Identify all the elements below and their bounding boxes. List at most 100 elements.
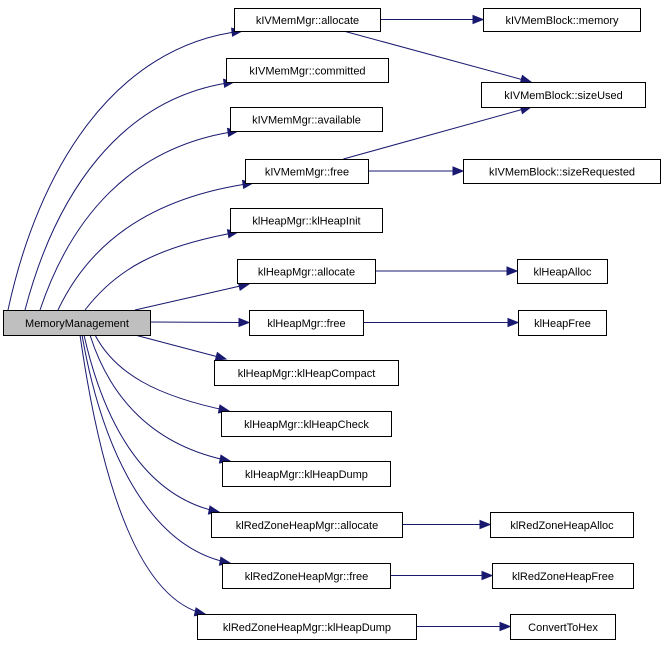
node-label: kIVMemBlock::memory — [505, 15, 619, 27]
edge-line — [24, 81, 235, 311]
graph-node[interactable]: klHeapMgr::allocate — [237, 259, 376, 284]
graph-node[interactable]: kIVMemBlock::memory — [483, 8, 641, 32]
graph-node[interactable]: klHeapMgr::klHeapCompact — [214, 360, 399, 386]
node-label: klRedZoneHeapMgr::free — [245, 571, 369, 583]
arrowhead-icon — [506, 266, 519, 276]
node-box[interactable] — [237, 259, 376, 284]
node-box[interactable] — [230, 107, 383, 132]
node-box[interactable] — [230, 208, 383, 233]
node-label: MemoryManagement — [25, 318, 129, 330]
node-label: klHeapMgr::free — [267, 318, 345, 330]
node-label: klRedZoneHeapAlloc — [510, 520, 614, 532]
edge-line — [94, 334, 230, 412]
node-label: kIVMemMgr::free — [265, 167, 349, 179]
edge-root-to-vm_allocate — [7, 27, 244, 311]
graph-node[interactable]: ConvertToHex — [510, 614, 616, 640]
graph-node[interactable]: klHeapAlloc — [517, 259, 608, 284]
node-box[interactable] — [481, 82, 646, 108]
node-box[interactable] — [510, 614, 616, 640]
node-label: kIVMemMgr::committed — [249, 66, 365, 78]
edge-hp_allocate-to-klheapalloc — [375, 266, 519, 276]
arrowhead-icon — [238, 317, 251, 328]
graph-node[interactable]: klRedZoneHeapAlloc — [490, 512, 634, 538]
edge-vm_allocate-to-mb_memory — [380, 14, 485, 25]
node-box[interactable] — [490, 512, 634, 538]
node-label: kIVMemBlock::sizeRequested — [489, 167, 635, 179]
arrowhead-icon — [472, 14, 485, 25]
node-box[interactable] — [518, 310, 607, 336]
graph-node[interactable]: klHeapMgr::klHeapInit — [230, 208, 383, 233]
edge-root-to-hp_compact — [134, 334, 228, 361]
graph-node[interactable]: klHeapMgr::klHeapCheck — [221, 411, 392, 437]
node-box[interactable] — [211, 512, 403, 538]
edge-line — [89, 334, 231, 462]
arrowhead-icon — [499, 621, 512, 632]
edge-root-to-vm_free — [57, 179, 255, 311]
graph-node[interactable]: klHeapMgr::klHeapDump — [222, 461, 391, 487]
node-label: klHeapMgr::allocate — [258, 267, 355, 279]
edge-rz_allocate-to-rzheapalloc — [402, 519, 492, 530]
edge-root-to-hp_init — [84, 229, 240, 311]
node-box[interactable] — [517, 259, 608, 284]
node-label: klRedZoneHeapFree — [512, 571, 614, 583]
graph-node[interactable]: kIVMemMgr::committed — [226, 58, 389, 83]
edge-rz_free-to-rzheapfree — [390, 570, 494, 581]
edge-line — [7, 30, 243, 311]
node-label: kIVMemMgr::allocate — [256, 15, 359, 27]
node-box[interactable] — [463, 159, 661, 184]
node-label: kIVMemBlock::sizeUsed — [504, 90, 623, 102]
edge-line — [39, 130, 239, 311]
graph-node[interactable]: klHeapFree — [518, 310, 607, 336]
node-box[interactable] — [249, 310, 364, 336]
graph-node[interactable]: klRedZoneHeapFree — [492, 563, 634, 589]
node-box[interactable] — [214, 360, 399, 386]
edge-line — [134, 334, 227, 360]
graph-node[interactable]: klRedZoneHeapMgr::klHeapDump — [197, 614, 417, 640]
node-box[interactable] — [245, 159, 369, 184]
node-label: kIVMemMgr::available — [252, 115, 361, 127]
edge-rz_dump-to-converttohex — [416, 621, 512, 632]
node-box[interactable] — [226, 58, 389, 83]
edge-root-to-hp_allocate — [134, 281, 251, 311]
graph-node[interactable]: kIVMemMgr::available — [230, 107, 383, 132]
graph-node[interactable]: kIVMemBlock::sizeUsed — [481, 82, 646, 108]
edge-root-to-hp_free — [149, 317, 251, 328]
node-box[interactable] — [197, 614, 417, 640]
edge-line — [149, 321, 240, 323]
edge-line — [343, 30, 532, 83]
edge-line — [343, 106, 532, 160]
node-label: klRedZoneHeapMgr::allocate — [236, 520, 378, 532]
node-box[interactable] — [221, 411, 392, 437]
edge-line — [57, 182, 254, 311]
node-label: klHeapMgr::klHeapDump — [245, 469, 368, 481]
edge-line — [84, 231, 239, 311]
node-box[interactable] — [222, 461, 391, 487]
node-box[interactable] — [3, 310, 151, 336]
graph-node[interactable]: klHeapMgr::free — [249, 310, 364, 336]
node-box[interactable] — [483, 8, 641, 32]
arrowhead-icon — [479, 519, 492, 530]
arrowhead-icon — [481, 570, 494, 581]
edge-line — [134, 283, 250, 311]
edge-line — [83, 334, 220, 513]
node-label: klHeapFree — [534, 318, 591, 330]
arrowhead-icon — [214, 351, 228, 361]
node-box[interactable] — [492, 563, 634, 589]
graph-node[interactable]: klRedZoneHeapMgr::free — [222, 563, 391, 589]
node-label: klHeapMgr::klHeapInit — [252, 216, 360, 228]
graph-node[interactable]: kIVMemBlock::sizeRequested — [463, 159, 661, 184]
root-node[interactable]: MemoryManagement — [3, 310, 151, 336]
edge-line — [81, 334, 231, 564]
node-label: klHeapAlloc — [533, 267, 592, 279]
graph-node[interactable]: kIVMemMgr::free — [245, 159, 369, 184]
graph-node[interactable]: kIVMemMgr::allocate — [234, 8, 381, 32]
node-label: klRedZoneHeapMgr::klHeapDump — [223, 622, 391, 634]
edge-hp_free-to-klheapfree — [363, 317, 520, 328]
arrowhead-icon — [452, 166, 465, 176]
graph-node[interactable]: klRedZoneHeapMgr::allocate — [211, 512, 403, 538]
edge-line — [79, 334, 206, 615]
node-box[interactable] — [234, 8, 381, 32]
edge-root-to-vm_available — [39, 127, 240, 311]
node-box[interactable] — [222, 563, 391, 589]
